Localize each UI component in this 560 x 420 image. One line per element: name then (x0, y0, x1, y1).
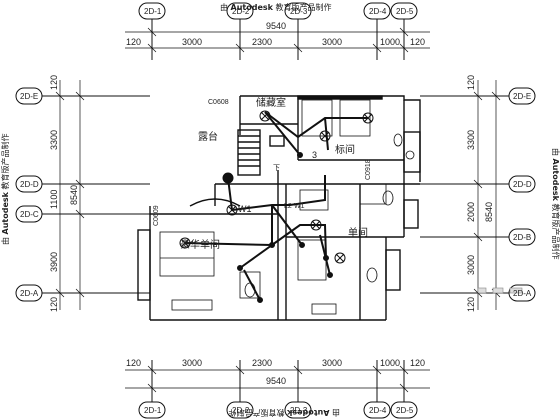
switch-icon (327, 272, 333, 278)
svg-text:由 Autodesk 教育版产品制作: 由 Autodesk 教育版产品制作 (228, 408, 340, 418)
dim-left-120b: 120 (49, 297, 59, 312)
dim-right-2000: 2000 (466, 202, 476, 222)
switch-icon (323, 255, 329, 261)
dim-top-120a: 120 (126, 37, 141, 47)
axis-label-left-C: 2D-C (20, 210, 39, 219)
circuit-label-w1b: W1 (294, 203, 305, 210)
room-label-standard: 标间 (335, 143, 355, 156)
switch-icon (299, 242, 305, 248)
building-walls (137, 95, 421, 321)
dim-left-total: 8540 (69, 185, 79, 205)
axis-label-bottom-2: 2D-2 (232, 406, 250, 415)
axis-label-left-D: 2D-D (20, 180, 39, 189)
dim-bottom-3000b: 3000 (322, 358, 342, 368)
bathroom-luxury (239, 271, 261, 299)
axis-label-left-A: 2D-A (20, 289, 39, 298)
switch-icon (257, 297, 263, 303)
toilet-luxury (244, 282, 256, 298)
dim-top-total: 9540 (266, 21, 286, 31)
axis-label-bottom-4: 2D-4 (369, 406, 387, 415)
light-icon (334, 252, 346, 264)
toilet-mid (382, 190, 394, 206)
dim-top-3000a: 3000 (182, 37, 202, 47)
switch-icon (269, 242, 275, 248)
switch-icon (237, 265, 243, 271)
dim-bottom-2300: 2300 (252, 358, 272, 368)
circuit-number-3: 3 (312, 150, 317, 160)
dim-right-120b: 120 (466, 297, 476, 312)
light-icon (362, 112, 374, 124)
dim-left-3900: 3900 (49, 252, 59, 272)
dim-right-120a: 120 (466, 75, 476, 90)
light-icon (259, 110, 271, 122)
switch-icon (297, 152, 303, 158)
legend-marks (477, 287, 523, 294)
dim-left-120a: 120 (49, 75, 59, 90)
light-icon (319, 130, 331, 142)
right-axis-bubbles (420, 87, 536, 302)
dim-top-3000b: 3000 (322, 37, 342, 47)
room-label-luxury-single: 豪华单间 (180, 238, 220, 251)
dim-top-2300: 2300 (252, 37, 272, 47)
axis-label-right-D: 2D-D (513, 180, 532, 189)
watermark-right: 由 Autodesk 教育版产品制作 (551, 148, 560, 260)
dim-right-3300: 3300 (466, 130, 476, 150)
dim-top-120b: 120 (410, 37, 425, 47)
dim-bottom-120a: 120 (126, 358, 141, 368)
window-label-c0608: C0608 (208, 99, 229, 106)
axis-label-right-E: 2D-E (513, 92, 531, 101)
window-label-c0918: C0918 (365, 159, 372, 180)
room-label-single: 单间 (348, 226, 368, 239)
bottom-dimension-lines (125, 365, 430, 393)
light-icon (310, 219, 322, 231)
circuit-label-l2: L2 (284, 203, 292, 210)
axis-label-top-2: 2D-2 (232, 7, 250, 16)
toilet-single (366, 267, 378, 283)
axis-label-bottom-3: 2D-3 (290, 406, 308, 415)
top-dimension-lines (125, 27, 430, 53)
left-dimension-lines (55, 80, 85, 310)
axis-label-right-B: 2D-B (513, 233, 531, 242)
dim-bottom-120b: 120 (410, 358, 425, 368)
watermark-bottom: 由 Autodesk 教育版产品制作 (228, 408, 340, 418)
axis-label-top-3: 2D-3 (290, 7, 308, 16)
dim-bottom-1000: 1000 (380, 358, 400, 368)
light-icon (179, 237, 191, 249)
room-label-terrace: 露台 (198, 130, 218, 143)
top-axis-bubbles (138, 2, 418, 60)
left-axis-bubbles (15, 87, 150, 302)
axis-label-bottom-5: 2D-5 (396, 406, 414, 415)
double-bed (159, 231, 215, 277)
axis-label-top-5: 2D-5 (396, 7, 414, 16)
svg-text:由 Autodesk 教育版产品制作: 由 Autodesk 教育版产品制作 (0, 133, 10, 245)
axis-label-top-1: 2D-1 (144, 7, 162, 16)
light-icon (226, 204, 238, 216)
light-fixtures (179, 110, 374, 303)
watermark-top: 由 Autodesk 教育版产品制作 (220, 2, 332, 12)
distribution-box-icon (222, 172, 234, 184)
stair-down-label: 下 (273, 164, 280, 172)
axis-label-bottom-1: 2D-1 (144, 406, 162, 415)
dim-left-3300: 3300 (49, 130, 59, 150)
dim-right-3000: 3000 (466, 255, 476, 275)
svg-text:由 Autodesk 教育版产品制作: 由 Autodesk 教育版产品制作 (551, 148, 560, 260)
window-label-c0609: C0609 (153, 205, 160, 226)
axis-label-top-4: 2D-4 (369, 7, 387, 16)
toilet-standard (393, 133, 403, 147)
watermark-left: 由 Autodesk 教育版产品制作 (0, 133, 10, 245)
axis-label-right-A: 2D-A (513, 289, 532, 298)
dim-bottom-3000a: 3000 (182, 358, 202, 368)
dim-left-1100: 1100 (49, 190, 59, 209)
circuit-label-w1: W1 (238, 204, 252, 214)
dim-top-1000: 1000 (380, 37, 400, 47)
room-label-storage: 储藏室 (256, 96, 286, 109)
right-dimension-lines (473, 80, 501, 310)
dim-right-total: 8540 (484, 202, 494, 222)
axis-label-left-E: 2D-E (20, 92, 38, 101)
dim-bottom-total: 9540 (266, 376, 286, 386)
bottom-axis-bubbles (138, 360, 418, 419)
